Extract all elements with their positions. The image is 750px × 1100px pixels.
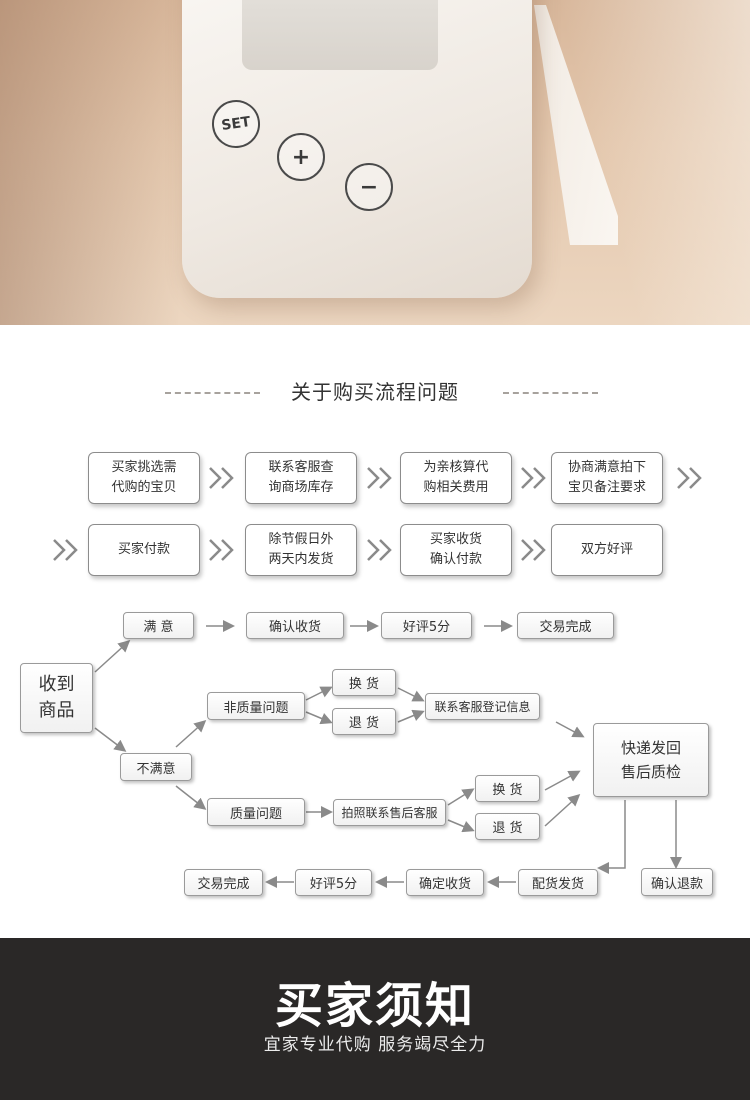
good-review-box: 好评5分 xyxy=(381,612,472,639)
step-confirm-receipt: 买家收货 确认付款 xyxy=(400,524,512,576)
satisfied-box: 满 意 xyxy=(123,612,194,639)
buyer-notice-subtitle: 宜家专业代购 服务竭尽全力 xyxy=(0,1030,750,1055)
confirm-receipt-box: 确认收货 xyxy=(246,612,344,639)
purchase-process-title: 关于购买流程问题 xyxy=(0,376,750,405)
step-check-stock: 联系客服查 询商场库存 xyxy=(245,452,357,504)
device-body xyxy=(182,0,532,298)
step-mutual-review: 双方好评 xyxy=(551,524,663,576)
step-shipping: 除节假日外 两天内发货 xyxy=(245,524,357,576)
double-chevron-icon xyxy=(206,538,240,562)
minus-button-graphic: − xyxy=(345,163,393,211)
restock-ship-box: 配货发货 xyxy=(518,869,598,896)
double-chevron-icon xyxy=(674,466,708,490)
confirm-refund-box: 确认退款 xyxy=(641,868,713,896)
deal-done-box: 交易完成 xyxy=(184,869,263,896)
step-place-order: 协商满意拍下 宝贝备注要求 xyxy=(551,452,663,504)
step-select-item: 买家挑选需 代购的宝贝 xyxy=(88,452,200,504)
product-photo: SET + − xyxy=(0,0,750,325)
quality-issue-box: 质量问题 xyxy=(207,798,305,826)
ship-back-inspection-box: 快递发回 售后质检 xyxy=(593,723,709,797)
step-calc-fees: 为亲核算代 购相关费用 xyxy=(400,452,512,504)
return-box: 退 货 xyxy=(332,708,396,735)
double-chevron-icon xyxy=(364,466,398,490)
good-review-box: 好评5分 xyxy=(295,869,372,896)
return-box: 退 货 xyxy=(475,813,540,840)
double-chevron-icon xyxy=(364,538,398,562)
contact-register-box: 联系客服登记信息 xyxy=(425,693,540,720)
exchange-box: 换 货 xyxy=(332,669,396,696)
non-quality-issue-box: 非质量问题 xyxy=(207,692,305,720)
plus-button-graphic: + xyxy=(277,133,325,181)
exchange-box: 换 货 xyxy=(475,775,540,802)
step-payment: 买家付款 xyxy=(88,524,200,576)
photo-contact-box: 拍照联系售后客服 xyxy=(333,799,446,826)
buyer-notice-title: 买家须知 xyxy=(0,966,750,1036)
confirm-receipt-box: 确定收货 xyxy=(406,869,484,896)
double-chevron-icon xyxy=(518,466,552,490)
receive-goods-box: 收到 商品 xyxy=(20,663,93,733)
double-chevron-icon xyxy=(518,538,552,562)
deal-done-box: 交易完成 xyxy=(517,612,614,639)
double-chevron-icon xyxy=(206,466,240,490)
buyer-notice-banner: 买家须知 宜家专业代购 服务竭尽全力 xyxy=(0,938,750,1100)
device-screen xyxy=(242,0,438,70)
double-chevron-icon xyxy=(50,538,84,562)
photo-shadow xyxy=(0,0,180,325)
unsatisfied-box: 不满意 xyxy=(120,753,192,781)
